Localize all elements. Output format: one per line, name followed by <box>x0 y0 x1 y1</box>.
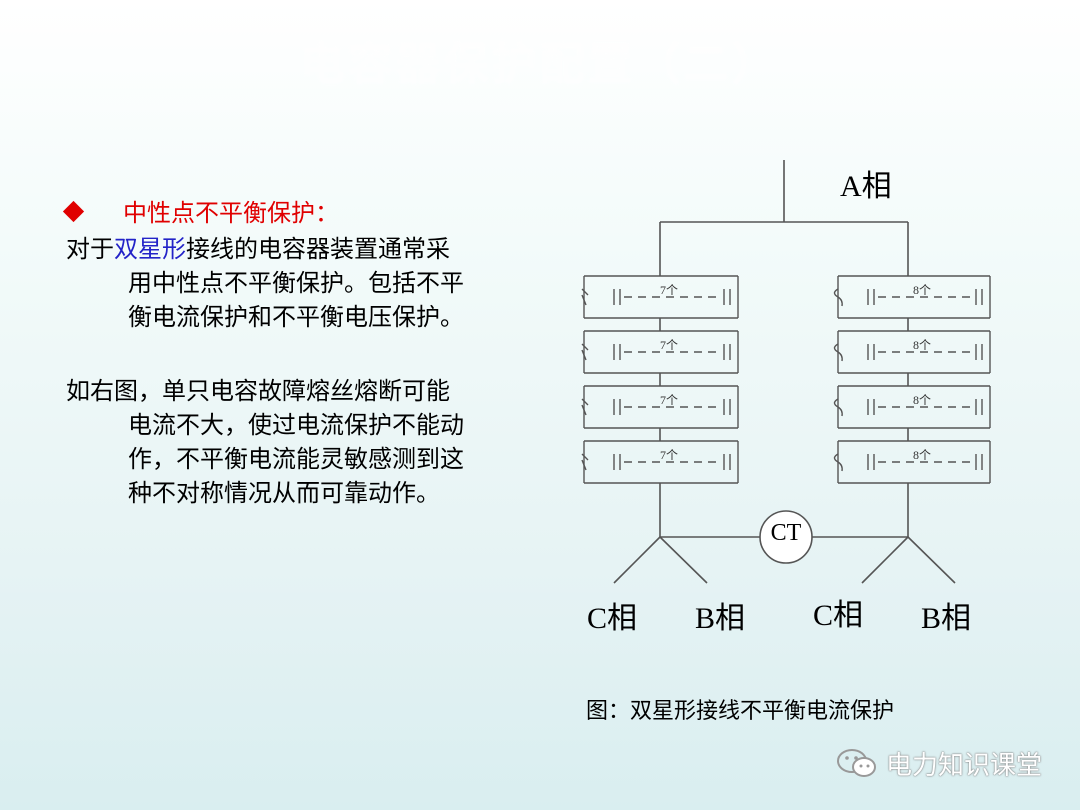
phase-b-right-label: B相 <box>921 602 971 635</box>
wechat-icon <box>837 749 876 777</box>
paragraph-double-star: 对于双星形接线的电容器装置通常采 用中性点不平衡保护。包括不平 衡电流保护和不平… <box>66 232 526 334</box>
capacitor-count-label: 7个 <box>660 393 678 407</box>
para2-line1: 如右图，单只电容故障熔丝熔断可能 <box>66 377 450 405</box>
capacitor-group-left: 7个 <box>581 440 739 484</box>
capacitor-count-label: 8个 <box>913 448 931 462</box>
phase-c-left-label: C相 <box>587 602 637 635</box>
para1-line3: 衡电流保护和不平衡电压保护。 <box>128 303 464 331</box>
bullet-heading-text: 中性点不平衡保护： <box>123 199 339 227</box>
para1-line2: 用中性点不平衡保护。包括不平 <box>128 269 464 297</box>
bullet-heading: 中性点不平衡保护： <box>62 193 339 228</box>
capacitor-group-right: 8个 <box>833 275 991 319</box>
capacitor-count-label: 8个 <box>913 338 931 352</box>
capacitor-group-left: 7个 <box>581 330 739 374</box>
capacitor-count-label: 8个 <box>913 283 931 297</box>
watermark-text: 电力知识课堂 <box>886 750 1043 781</box>
capacitor-group-left: 7个 <box>581 275 739 319</box>
para2-line3: 作，不平衡电流能灵敏感测到这 <box>128 445 464 473</box>
phase-c-right-label: C相 <box>813 599 863 632</box>
left-capacitor-groups: 7个 7个 7个 7个 <box>581 275 739 484</box>
capacitor-count-label: 7个 <box>660 283 678 297</box>
figure-caption: 图：双星形接线不平衡电流保护 <box>586 699 895 724</box>
para1-line1: 对于双星形接线的电容器装置通常采 <box>66 235 450 263</box>
capacitor-group-right: 8个 <box>833 440 991 484</box>
right-capacitor-groups: 8个 8个 8个 8个 <box>833 275 991 484</box>
capacitor-group-left: 7个 <box>581 385 739 429</box>
capacitor-group-right: 8个 <box>833 385 991 429</box>
phase-a-label: A相 <box>840 170 892 203</box>
capacitor-count-label: 8个 <box>913 393 931 407</box>
capacitor-count-label: 7个 <box>660 448 678 462</box>
phase-b-left-label: B相 <box>695 602 745 635</box>
watermark: 电力知识课堂 <box>836 743 1042 783</box>
capacitor-group-right: 8个 <box>833 330 991 374</box>
highlight-double-star: 双星形 <box>114 235 186 263</box>
capacitor-count-label: 7个 <box>660 338 678 352</box>
para2-line4: 种不对称情况从而可靠动作。 <box>128 479 440 507</box>
para2-line2: 电流不大，使过电流保护不能动 <box>128 411 464 439</box>
paragraph-explanation: 如右图，单只电容故障熔丝熔断可能 电流不大，使过电流保护不能动 作，不平衡电流能… <box>66 374 526 510</box>
ct-circle <box>759 510 813 564</box>
ct-label: CT <box>771 520 802 546</box>
slide-title: 电容器保护配置（二） <box>300 39 780 90</box>
